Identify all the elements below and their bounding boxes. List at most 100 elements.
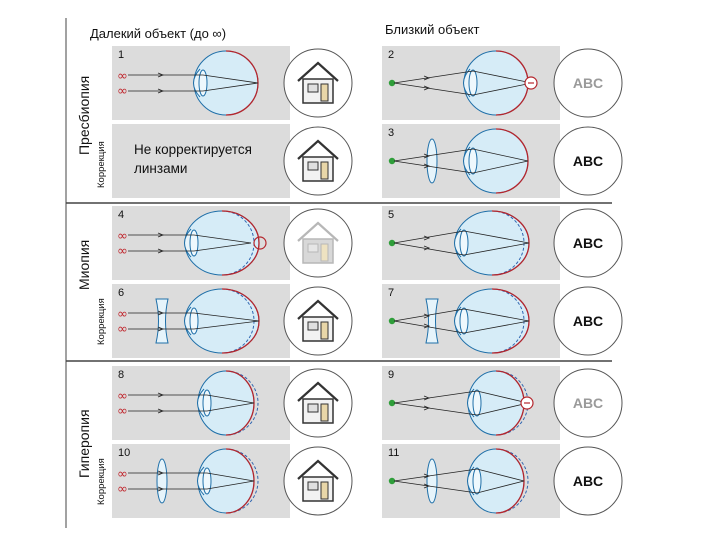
convex-lens (156, 458, 168, 504)
cell-number: 9 (388, 369, 394, 381)
ray-arrow (423, 153, 431, 159)
section-label-myopia: Миопия (76, 240, 92, 290)
light-ray (393, 308, 530, 322)
light-ray (393, 82, 533, 96)
crystalline-lens (472, 467, 482, 495)
light-ray (128, 312, 260, 322)
ray-arrow (423, 395, 431, 401)
house-icon (297, 459, 339, 502)
crystalline-lens (468, 147, 478, 175)
light-ray (393, 320, 530, 334)
crystalline-lens (189, 229, 199, 257)
house-roof (297, 221, 339, 242)
light-ray (128, 394, 255, 404)
cell-number: 10 (118, 447, 130, 459)
near-object-dot (388, 239, 396, 247)
abc-chart-text: ABC (573, 313, 603, 329)
ray-arrow (157, 326, 165, 332)
cell-number: 7 (388, 287, 394, 299)
cell-number: 8 (118, 369, 124, 381)
convex-lens (426, 138, 438, 184)
ray-arrow (423, 85, 431, 91)
infinity-symbol: ∞ (117, 244, 128, 259)
house-icon (297, 381, 339, 424)
abc-chart-text: ABC (573, 153, 603, 169)
abc-chart-text: ABC (573, 395, 603, 411)
ray-arrow (157, 486, 165, 492)
cell-number: 5 (388, 209, 394, 221)
ray-arrow (423, 75, 431, 81)
near-object-dot (388, 79, 396, 87)
near-object-dot (388, 157, 396, 165)
header-near-object: Близкий объект (385, 22, 479, 37)
light-ray (128, 242, 252, 252)
house-door (320, 321, 329, 340)
blur-marker (253, 236, 267, 250)
infinity-symbol: ∞ (117, 229, 128, 244)
thumbnail-circle (553, 446, 623, 516)
light-ray (393, 468, 525, 482)
ray-arrow (423, 245, 431, 251)
ray-arrow (157, 470, 165, 476)
cornea (193, 68, 201, 98)
thumbnail-circle (553, 48, 623, 118)
house-door (320, 243, 329, 262)
light-ray (393, 148, 529, 162)
light-ray (128, 234, 252, 244)
ray-arrow (157, 248, 165, 254)
house-door (320, 83, 329, 102)
cell-number: 2 (388, 49, 394, 61)
infinity-symbol: ∞ (117, 404, 128, 419)
house-roof (297, 61, 339, 82)
cell-number: 1 (118, 49, 124, 61)
ray-arrow (157, 72, 165, 78)
crystalline-lens (472, 389, 482, 417)
light-ray (128, 480, 255, 490)
ray-arrow (157, 232, 165, 238)
light-ray (393, 160, 529, 174)
crystalline-lens (198, 69, 208, 97)
house-roof (297, 459, 339, 480)
house-door (320, 161, 329, 180)
light-ray (128, 402, 255, 412)
house-window (307, 161, 319, 171)
house-roof (297, 139, 339, 160)
ray-arrow (423, 163, 431, 169)
light-ray (393, 390, 529, 404)
thumbnail-circle (553, 286, 623, 356)
light-ray (128, 82, 259, 92)
thumbnail-circle (553, 368, 623, 438)
header-far-object: Далекий объект (до ∞) (90, 26, 226, 41)
light-ray (393, 242, 530, 256)
abc-chart-text: ABC (573, 75, 603, 91)
ray-arrow (157, 88, 165, 94)
light-ray (393, 70, 533, 84)
crystalline-lens (202, 467, 212, 495)
cell-number: 4 (118, 209, 124, 221)
cornea (197, 388, 205, 418)
infinity-symbol: ∞ (117, 482, 128, 497)
infinity-symbol: ∞ (117, 467, 128, 482)
eye-panel (112, 124, 290, 198)
concave-lens (155, 298, 169, 344)
ray-arrow (423, 405, 431, 411)
light-ray (128, 320, 260, 330)
house-icon (297, 221, 339, 264)
crystalline-lens (459, 229, 469, 257)
light-ray (128, 74, 259, 84)
infinity-symbol: ∞ (117, 307, 128, 322)
house-icon (297, 139, 339, 182)
abc-chart-text: ABC (573, 235, 603, 251)
ray-arrow (423, 483, 431, 489)
ray-arrow (157, 408, 165, 414)
house-window (307, 321, 319, 331)
no-correction-note: линзами (134, 161, 187, 176)
near-object-dot (388, 399, 396, 407)
crystalline-lens (459, 307, 469, 335)
normal-retina-outline (225, 370, 259, 436)
